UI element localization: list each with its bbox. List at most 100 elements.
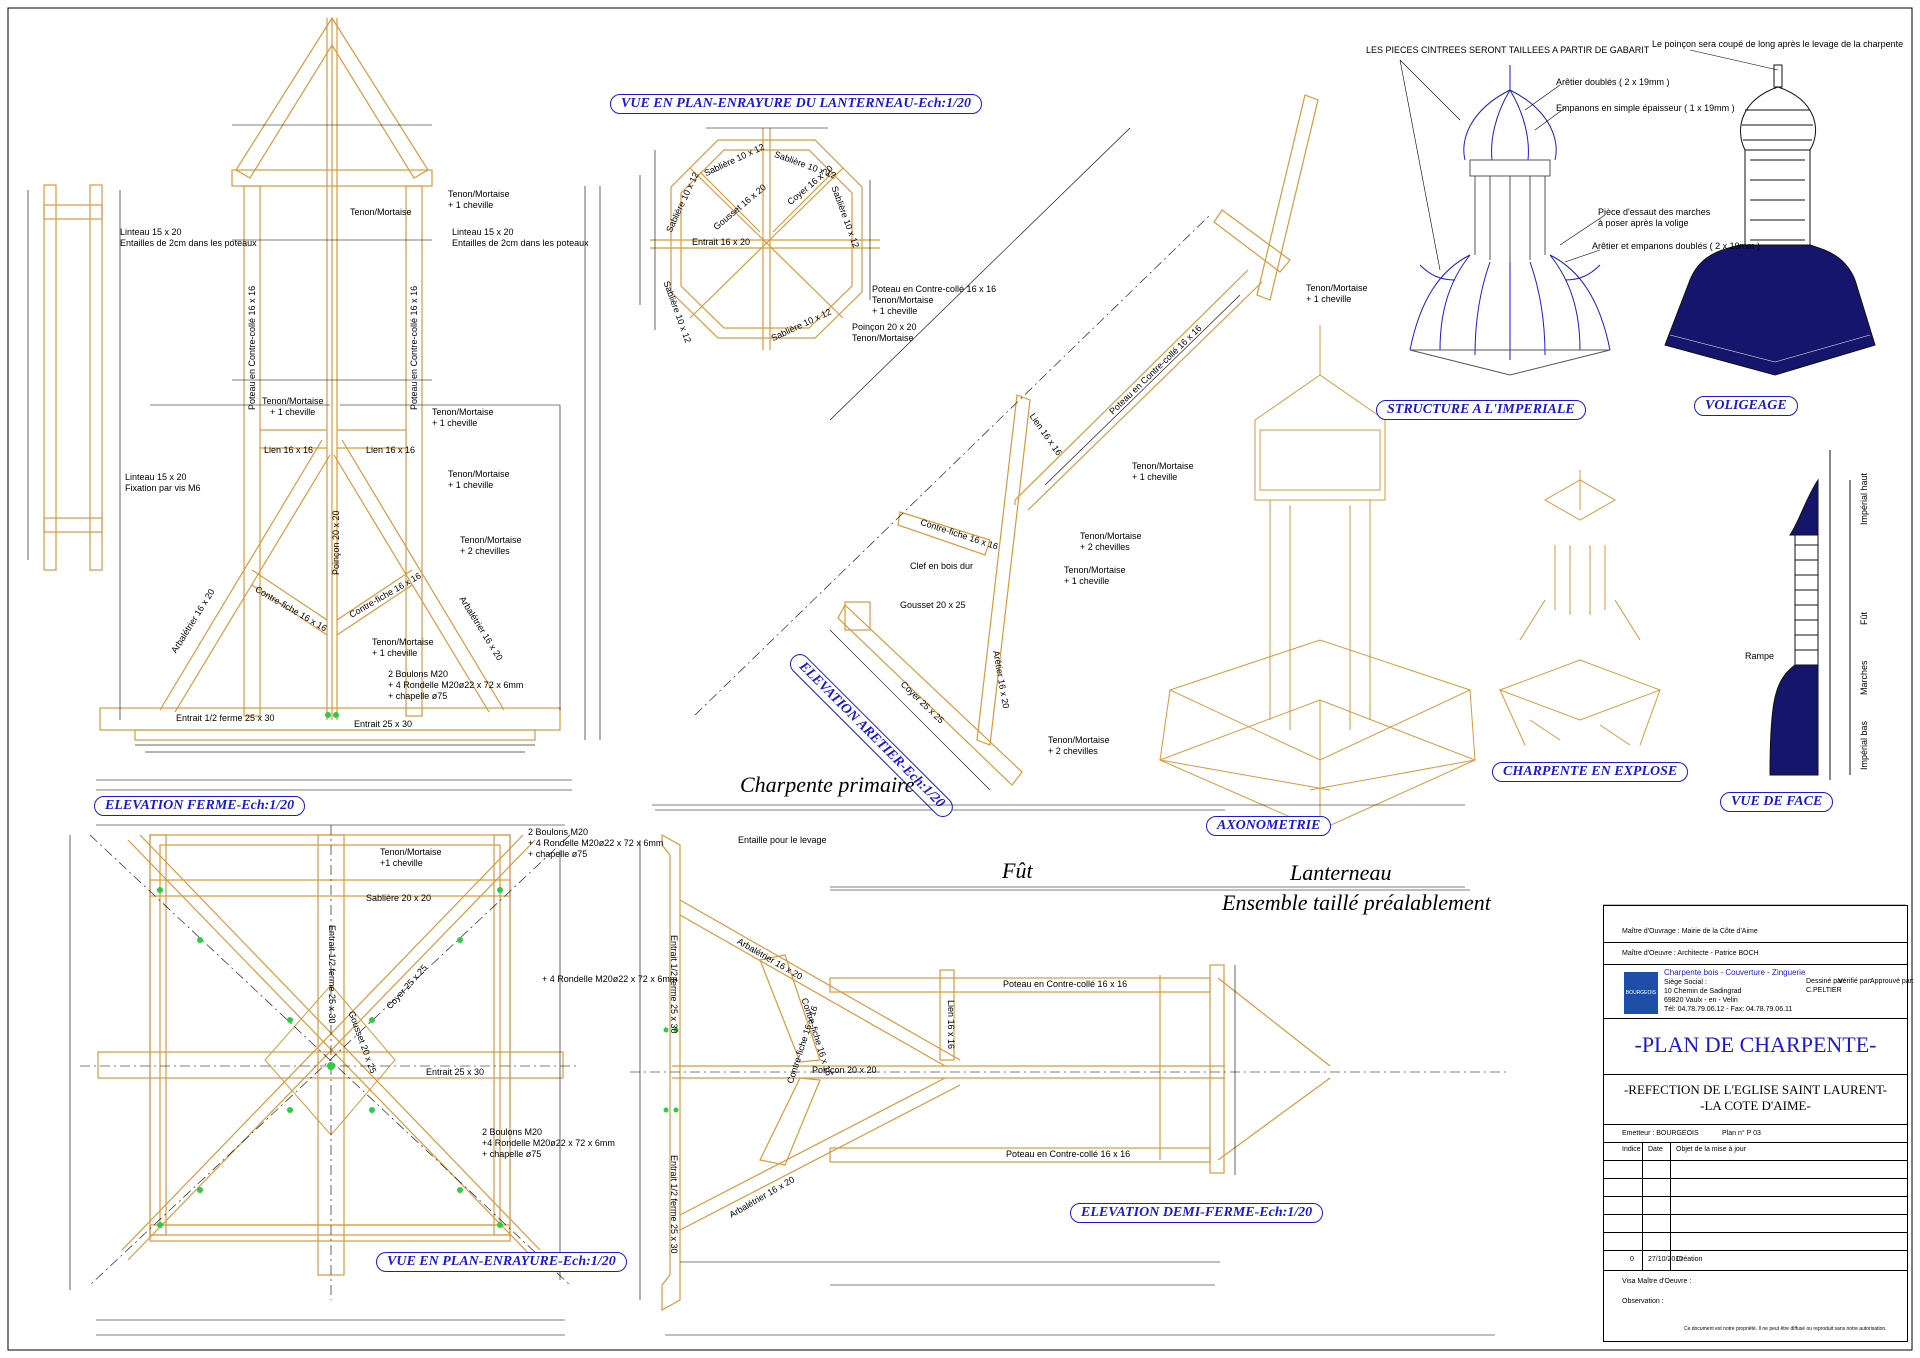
heading-lanterneau: Lanterneau [1290,860,1392,885]
voligeage-drawing [1664,64,1876,376]
tb-sub-1: -REFECTION DE L'EGLISE SAINT LAURENT- [1623,1082,1888,1097]
ferme-poincon: Poinçon 20 x 20 [331,510,341,575]
aretier-tenon-bb: + 1 cheville [1132,472,1178,482]
enrayure-bolts [157,887,503,1228]
tb-row-date: 27/10/2010 [1648,1256,1684,1263]
tb-footer: Ce document est notre propriété. Il ne p… [1684,1326,1887,1332]
enrayure-boulons-3: + chapelle ø75 [528,849,588,859]
title-charpente-explose: CHARPENTE EN EXPLOSE [1492,762,1689,782]
enrayure-boulons-2: + 4 Rondelle M20ø22 x 72 x 6mm [528,838,664,848]
ferme-linteau-1: Linteau 15 x 20 [120,227,182,237]
ferme-linteau-2b: Fixation par vis M6 [125,483,201,493]
tb-company: Charpente bois - Couverture - Zinguerie [1664,968,1806,977]
ferme-boulons-3: + chapelle ø75 [388,691,448,701]
enrayure-boulons: 2 Boulons M20 [528,827,589,837]
title-elevation-demi-ferme: ELEVATION DEMI-FERME-Ech:1/20 [1070,1203,1324,1223]
lanterneau-poteau-b: Tenon/Mortaise [872,295,934,305]
ferme-tenon-4b: + 1 cheville [448,480,494,490]
tb-observation: Observation : [1622,1298,1664,1305]
demi-ferme-entaille: Entaille pour le levage [738,835,827,845]
enrayure-plan-drawing [97,834,564,1276]
ferme-tenon-top: Tenon/Mortaise [350,207,412,217]
aretier-drawing [837,94,1319,786]
tb-approuve: Approuvé par: [1870,978,1914,985]
ferme-tenon-5b: + 2 chevilles [460,546,510,556]
demi-ferme-entrait-bot: Entrait 1/2 ferme 25 x 30 [669,1155,679,1254]
aretier-tenon-db: + 1 cheville [1064,576,1110,586]
aretier-clef: Clef en bois dur [910,561,974,571]
elevation-ferme-bolts [325,712,339,718]
ferme-linteau-1b: Entailles de 2cm dans les poteaux [120,238,257,248]
enrayure-entrait-half: Entrait 1/2 ferme 25 x 30 [327,925,337,1024]
ferme-entrait: Entrait 25 x 30 [354,719,413,729]
aretier-tenon-ab: + 1 cheville [1306,294,1352,304]
explose-drawing [1498,470,1662,746]
elevation-ferme-drawing [43,16,561,753]
note-piece-essaut: Pièce d'essaut des marches [1598,207,1711,217]
tb-dessine: Dessiné par: [1806,978,1846,985]
tb-col-objet: Objet de la mise à jour [1676,1146,1747,1153]
title-block: Maître d'Ouvrage : Mairie de la Côte d'A… [1603,905,1914,1342]
tb-row-objet: Création [1676,1256,1703,1263]
title-structure-imperiale: STRUCTURE A L'IMPERIALE [1376,400,1586,420]
label-rampe: Rampe [1745,651,1775,661]
title-vue-plan-enrayure: VUE EN PLAN-ENRAYURE-Ech:1/20 [376,1252,627,1272]
aretier-tenon-cb: + 2 chevilles [1080,542,1130,552]
ferme-poteau-l: Poteau en Contre-collé 16 x 16 [247,285,257,410]
tb-verifie: Vérifié par: [1838,978,1872,985]
tb-address-1: 10 Chemin de Sadingrad [1664,988,1742,995]
leader-lines [1399,49,1779,271]
note-poser-volige: à poser après la volige [1598,218,1689,228]
lanterneau-poteau: Poteau en Contre-collé 16 x 16 [872,284,997,294]
ferme-boulons: 2 Boulons M20 [388,669,449,679]
title-vue-de-face: VUE DE FACE [1720,792,1834,812]
demi-ferme-rondelle: + 4 Rondelle M20ø22 x 72 x 6mm [542,974,678,984]
lanterneau-poincon-b: Tenon/Mortaise [852,333,914,343]
aretier-tenon-eb: + 2 chevilles [1048,746,1098,756]
aretier-tenon-d: Tenon/Mortaise [1064,565,1126,575]
lanterneau-poteau-c: + 1 cheville [872,306,918,316]
ferme-linteau-2: Linteau 15 x 20 [125,472,187,482]
heading-charpente-primaire: Charpente primaire [740,772,915,797]
lanterneau-plan-drawing [650,128,880,350]
demi-ferme-entrait-top: Entrait 1/2 ferme 25 x 30 [669,935,679,1034]
ferme-lien-r: Lien 16 x 16 [366,445,416,455]
lanterneau-entrait: Entrait 16 x 20 [692,237,751,247]
ferme-linteau-rb: Entailles de 2cm dans les poteaux [452,238,589,248]
imperiale-drawing [1409,65,1611,376]
note-aretier-empanons: Arêtier et empanons doublés ( 2 x 19mm ) [1592,241,1761,251]
demi-ferme-dims [639,809,1495,1336]
lanterneau-poincon: Poinçon 20 x 20 [852,322,917,332]
aretier-tenon-a: Tenon/Mortaise [1306,283,1368,293]
tb-maitre-oeuvre: Maître d'Oeuvre : Architecte - Patrice B… [1622,950,1759,957]
tb-plan-title: -PLAN DE CHARPENTE- [1634,1032,1877,1057]
ferme-tenon-5: Tenon/Mortaise [460,535,522,545]
enrayure-boulons-b3: + chapelle ø75 [482,1149,542,1159]
title-vue-plan-lanterneau: VUE EN PLAN-ENRAYURE DU LANTERNEAU-Ech:1… [610,94,983,114]
note-pieces-cintrees: LES PIECES CINTREES SERONT TAILLEES A PA… [1366,45,1650,55]
heading-ensemble: Ensemble taillé préalablement [1222,890,1491,915]
demi-ferme-bolts [663,1027,679,1113]
title-voligeage: VOLIGEAGE [1694,396,1798,416]
tb-col-indice: Indice [1622,1146,1641,1153]
ferme-tenon-1: Tenon/Mortaise [448,189,510,199]
tb-siege: Siège Social : [1664,979,1707,986]
demi-ferme-drawing [661,833,1331,1312]
aretier-gousset: Gousset 20 x 25 [900,600,966,610]
enrayure-tenon-b: +1 cheville [380,858,423,868]
ferme-tenon-2b: + 1 cheville [270,407,316,417]
note-poincon-coupe: Le poinçon sera coupé de long après le l… [1652,39,1904,49]
ferme-lien-l: Lien 16 x 16 [264,445,314,455]
ferme-linteau-r: Linteau 15 x 20 [452,227,514,237]
ferme-tenon-2: Tenon/Mortaise [262,396,324,406]
ferme-tenon-6b: + 1 cheville [372,648,418,658]
demi-ferme-poteau-bot: Poteau en Contre-collé 16 x 16 [1006,1149,1131,1159]
tb-plan-n: Plan n° P 03 [1722,1130,1761,1137]
ferme-poteau-r: Poteau en Contre-collé 16 x 16 [409,285,419,410]
note-empanons-simple: Empanons en simple épaisseur ( 1 x 19mm … [1556,103,1735,113]
tb-phone: Tél: 04.78.79.06.12 - Fax: 04.78.79.06.1… [1664,1006,1793,1013]
ferme-entrait-half: Entrait 1/2 ferme 25 x 30 [176,713,275,723]
elevation-ferme-dims [27,124,601,791]
